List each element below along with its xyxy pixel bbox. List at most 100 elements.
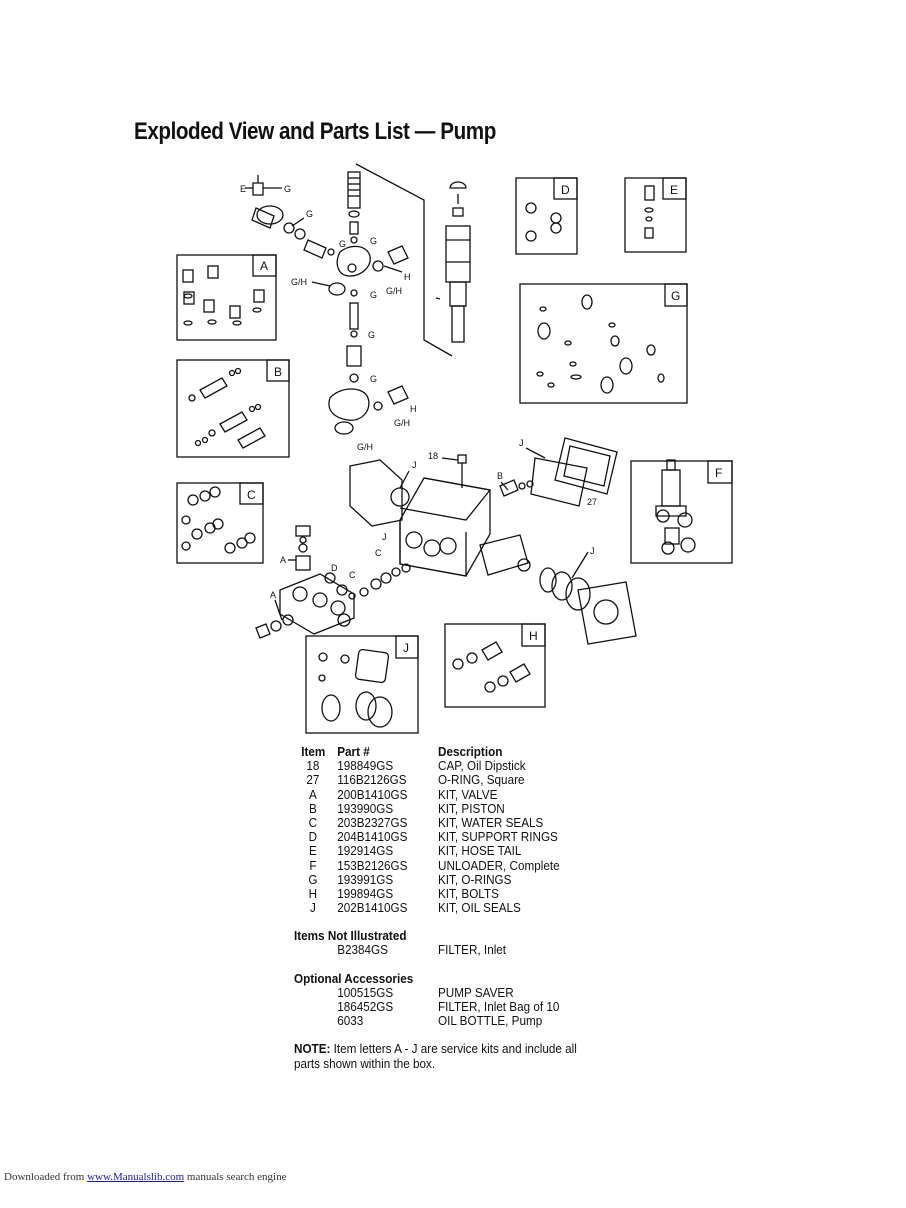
footer-prefix: Downloaded from bbox=[4, 1171, 88, 1183]
callout-g: G bbox=[370, 236, 377, 246]
callout-a: A bbox=[270, 590, 276, 600]
callout-j: J bbox=[412, 460, 417, 470]
callout-j: J bbox=[519, 438, 524, 448]
row-description: O-RING, Square bbox=[438, 772, 525, 788]
callout-g: G bbox=[284, 184, 291, 194]
box-label-f: F bbox=[715, 466, 722, 480]
callout-h: H bbox=[410, 404, 417, 414]
row-description: KIT, PISTON bbox=[438, 800, 505, 816]
header-part: Part # bbox=[337, 744, 370, 759]
row-item: 18 bbox=[306, 758, 320, 774]
row-part-number: B2384GS bbox=[337, 942, 388, 958]
kit-box-a bbox=[176, 254, 277, 341]
row-part-number: 202B1410GS bbox=[337, 900, 408, 916]
row-part-number: 198849GS bbox=[337, 758, 394, 774]
row-part-number: 199894GS bbox=[337, 885, 394, 901]
row-part-number: 192914GS bbox=[337, 843, 394, 859]
parts-row: D 204B1410GS KIT, SUPPORT RINGS bbox=[294, 829, 558, 845]
box-label-j: J bbox=[403, 641, 409, 655]
callout-h: H bbox=[404, 272, 411, 282]
accessories-heading: Optional Accessories bbox=[294, 970, 414, 986]
row-part-number: 193991GS bbox=[337, 871, 394, 887]
kit-box-b bbox=[176, 359, 290, 458]
row-part-number: 153B2126GS bbox=[337, 857, 408, 873]
pump-manifold bbox=[255, 525, 411, 639]
row-description: KIT, VALVE bbox=[438, 786, 498, 802]
row-description: UNLOADER, Complete bbox=[438, 857, 560, 873]
row-description: KIT, OIL SEALS bbox=[438, 900, 521, 916]
callout-d: D bbox=[331, 563, 338, 573]
row-item: H bbox=[308, 885, 318, 901]
parts-row: 27 116B2126GS O-RING, Square bbox=[294, 772, 524, 788]
parts-row: F 153B2126GS UNLOADER, Complete bbox=[294, 857, 559, 873]
row-item: A bbox=[308, 786, 317, 802]
kit-box-d bbox=[515, 177, 578, 255]
callout-g: G bbox=[370, 290, 377, 300]
row-part-number: 116B2126GS bbox=[337, 772, 407, 788]
parts-row: C 203B2327GS KIT, WATER SEALS bbox=[294, 814, 544, 830]
row-item: B bbox=[308, 800, 317, 816]
parts-row: A 200B1410GS KIT, VALVE bbox=[294, 786, 497, 802]
callout-b: B bbox=[497, 471, 503, 481]
callout-c: C bbox=[375, 548, 382, 558]
inlet-filter-assembly bbox=[435, 181, 471, 343]
callout-j: J bbox=[590, 546, 595, 556]
callout-18: 18 bbox=[428, 451, 438, 461]
kit-box-f bbox=[630, 459, 733, 564]
row-description: KIT, HOSE TAIL bbox=[438, 843, 522, 859]
row-item: C bbox=[308, 814, 318, 830]
box-label-b: B bbox=[274, 365, 282, 379]
callout-gh: G/H bbox=[291, 277, 307, 287]
parts-row: 18 198849GS CAP, Oil Dipstick bbox=[294, 758, 525, 774]
box-label-g: G bbox=[671, 289, 680, 303]
row-item: 27 bbox=[306, 772, 320, 788]
kit-box-h bbox=[444, 623, 546, 708]
callout-g: G bbox=[339, 239, 346, 249]
row-part-number: 6033 bbox=[337, 1013, 364, 1029]
row-item: J bbox=[309, 900, 316, 916]
kit-box-g bbox=[519, 283, 688, 404]
box-label-h: H bbox=[529, 629, 538, 643]
callout-27: 27 bbox=[587, 497, 597, 507]
callout-gh: G/H bbox=[394, 418, 410, 428]
row-item: E bbox=[308, 843, 317, 859]
callout-a: A bbox=[280, 555, 286, 565]
box-label-e: E bbox=[670, 183, 678, 197]
not-illustrated-heading: Items Not Illustrated bbox=[294, 928, 407, 944]
kit-box-j bbox=[305, 635, 419, 734]
page-title: Exploded View and Parts List — Pump bbox=[134, 118, 496, 145]
callout-g: G bbox=[306, 209, 313, 219]
row-description: KIT, WATER SEALS bbox=[438, 814, 544, 830]
row-part-number: 200B1410GS bbox=[337, 786, 408, 802]
footer-suffix: manuals search engine bbox=[184, 1171, 287, 1183]
manualslib-link[interactable]: www.Manualslib.com bbox=[87, 1171, 185, 1183]
row-item: D bbox=[308, 829, 318, 845]
row-description: PUMP SAVER bbox=[438, 984, 514, 1000]
callout-g: G bbox=[370, 374, 377, 384]
row-part-number: 100515GS bbox=[337, 984, 394, 1000]
row-part-number: 204B1410GS bbox=[337, 829, 408, 845]
parts-row: E 192914GS KIT, HOSE TAIL bbox=[294, 843, 521, 859]
box-label-d: D bbox=[561, 183, 570, 197]
box-label-c: C bbox=[247, 488, 256, 502]
callout-gh: G/H bbox=[386, 286, 402, 296]
parts-list-rows: 18 198849GS CAP, Oil Dipstick 27 116B2126GS O… bbox=[294, 758, 559, 916]
note-label: NOTE: bbox=[294, 1041, 331, 1056]
row-item: G bbox=[308, 871, 318, 887]
row-description: KIT, SUPPORT RINGS bbox=[438, 829, 558, 845]
pump-crankcase bbox=[349, 437, 637, 645]
header-description: Description bbox=[438, 744, 503, 759]
row-description: CAP, Oil Dipstick bbox=[438, 758, 526, 774]
callout-c: C bbox=[349, 570, 356, 580]
row-item: F bbox=[309, 857, 317, 873]
callout-gh: G/H bbox=[357, 442, 373, 452]
parts-row: 100515GS PUMP SAVER bbox=[294, 984, 513, 1000]
row-part-number: 203B2327GS bbox=[337, 814, 408, 830]
parts-row: J 202B1410GS KIT, OIL SEALS bbox=[294, 900, 521, 916]
row-part-number: 186452GS bbox=[337, 999, 394, 1014]
